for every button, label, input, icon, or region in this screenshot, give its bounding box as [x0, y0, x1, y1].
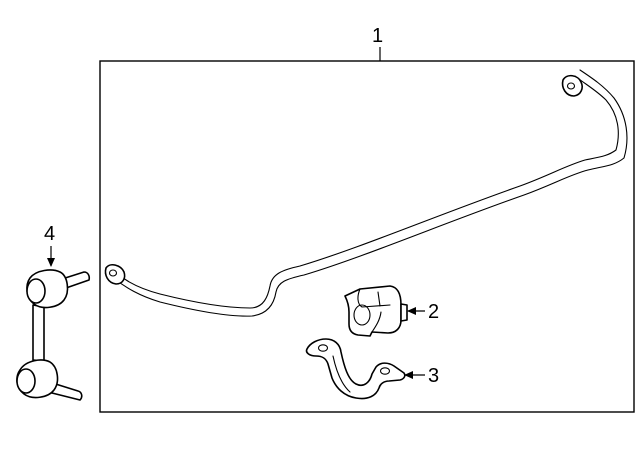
callout-1-label: 1 [372, 25, 383, 47]
callout-2-label: 2 [428, 301, 439, 323]
bushing [344, 285, 408, 337]
bracket [305, 338, 406, 400]
assembly-frame [99, 60, 635, 413]
stabilizer-bar [104, 69, 628, 317]
callout-4-label: 4 [44, 223, 55, 245]
callout-3-label: 3 [428, 365, 439, 387]
stabilizer-link [16, 269, 91, 401]
